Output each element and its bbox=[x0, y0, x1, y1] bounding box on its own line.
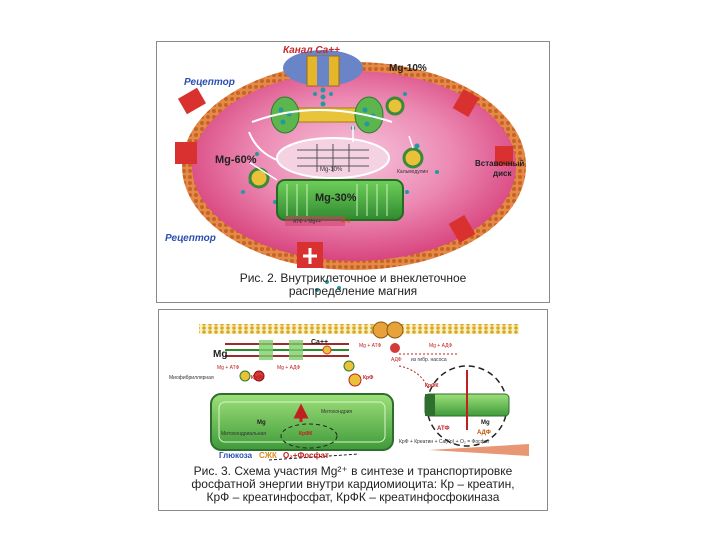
figure-2-panel: Канал Ca++ Mg-10% Рецептор Mg-60% Mg-10%… bbox=[156, 41, 550, 303]
calmodulin-disc bbox=[402, 147, 424, 169]
mg-top-label: Mg bbox=[213, 349, 228, 360]
intercalated-disk-label-1: Вставочный bbox=[475, 159, 525, 168]
mg-adp-left-label: Mg + АДФ bbox=[277, 365, 301, 371]
mg60-label: Mg-60% bbox=[215, 154, 257, 166]
figure-2-caption-line-2: распределение магния bbox=[288, 284, 418, 298]
krf-label: КрФ bbox=[363, 375, 374, 381]
mg10-inner-label: Mg-10% bbox=[320, 167, 343, 173]
atp-mg-label: АТФ + Mg++ bbox=[293, 219, 322, 225]
ion-pump-top bbox=[385, 96, 405, 116]
mg-right-label: Mg bbox=[481, 420, 490, 426]
mg30-label: Mg-30% bbox=[315, 192, 357, 204]
intercalated-disk-1 bbox=[452, 88, 480, 118]
mito-enzyme-label: Митохондриальная bbox=[221, 431, 266, 437]
receptor-bottom-label: Рецептор bbox=[165, 233, 216, 244]
sarcolemma bbox=[199, 324, 519, 334]
sr-pump-label: из гибр. насоса bbox=[411, 357, 447, 363]
adp-sr-label: АДФ bbox=[391, 357, 402, 363]
myofibril-label: Миофибриллярная bbox=[169, 375, 214, 381]
mg-atp-left-label: Mg + АТФ bbox=[217, 365, 240, 371]
receptor-top bbox=[177, 87, 207, 115]
glucose-label: Глюкоза bbox=[219, 451, 253, 460]
mg-adp-label: Mg + АДФ bbox=[429, 343, 453, 349]
figure-3-caption-line-1: Рис. 3. Схема участия Mg²⁺ в синтезе и т… bbox=[193, 464, 513, 478]
atp-label: АТФ bbox=[341, 219, 351, 225]
figure-2-caption-line-1: Рис. 2. Внутриклеточное и внеклеточное bbox=[239, 271, 467, 285]
energy-fan bbox=[429, 444, 529, 456]
mg-atp-label: Mg + АТФ bbox=[359, 343, 382, 349]
ca-channel-label: Канал Ca++ bbox=[283, 45, 340, 56]
dashed-highlight-left bbox=[280, 423, 338, 449]
figure-3-caption: Рис. 3. Схема участия Mg²⁺ в синтезе и т… bbox=[159, 465, 547, 504]
ffa-label: СЖК bbox=[259, 451, 277, 460]
receptor-left bbox=[175, 142, 197, 164]
intercalated-disk-2 bbox=[495, 146, 513, 166]
energy-scheme bbox=[199, 321, 529, 461]
mito-caption-label: Митохондрия bbox=[321, 409, 353, 415]
krfk-mito-label: КрФК bbox=[299, 431, 313, 437]
ion-stream bbox=[241, 87, 439, 292]
krfk-right-label: КрФК bbox=[425, 383, 439, 389]
calmodulin-label: Кальмодулин bbox=[397, 169, 429, 175]
mg10-top-label: Mg-10% bbox=[389, 63, 427, 74]
reaction-equation-label: КрФ + Креатин + Ca(Кр) + О₂ = Фосфат bbox=[399, 439, 490, 445]
figure-3-panel: Mg Ca++ Mg + АТФ Mg + АДФ АДФ из гибр. н… bbox=[158, 309, 548, 511]
intercalated-disk-label-2: диск bbox=[493, 169, 512, 178]
membrane-channel-right bbox=[386, 321, 404, 339]
myofibril-filaments bbox=[297, 144, 369, 172]
receptor-top-label: Рецептор bbox=[184, 77, 235, 88]
adf-label: АДФ bbox=[477, 430, 491, 436]
oxygen-phosphate-label: О₂+Фосфат bbox=[283, 451, 329, 460]
krfk-left-label: КрФК bbox=[251, 375, 265, 381]
cell-diagram bbox=[175, 50, 526, 292]
figure-2-caption: Рис. 2. Внутриклеточное и внеклеточное р… bbox=[157, 272, 549, 298]
mg-mito-label: Mg bbox=[257, 420, 266, 426]
figure-3-caption-line-2: фосфатной энергии внутри кардиомиоцита: … bbox=[191, 477, 515, 491]
atf-label: АТФ bbox=[437, 426, 450, 432]
intercalated-disk-3 bbox=[448, 214, 476, 244]
figure-3-caption-line-3: КрФ – креатинфосфат, КрФК – креатинфосфо… bbox=[206, 490, 500, 504]
ca-label: Ca++ bbox=[311, 339, 329, 346]
